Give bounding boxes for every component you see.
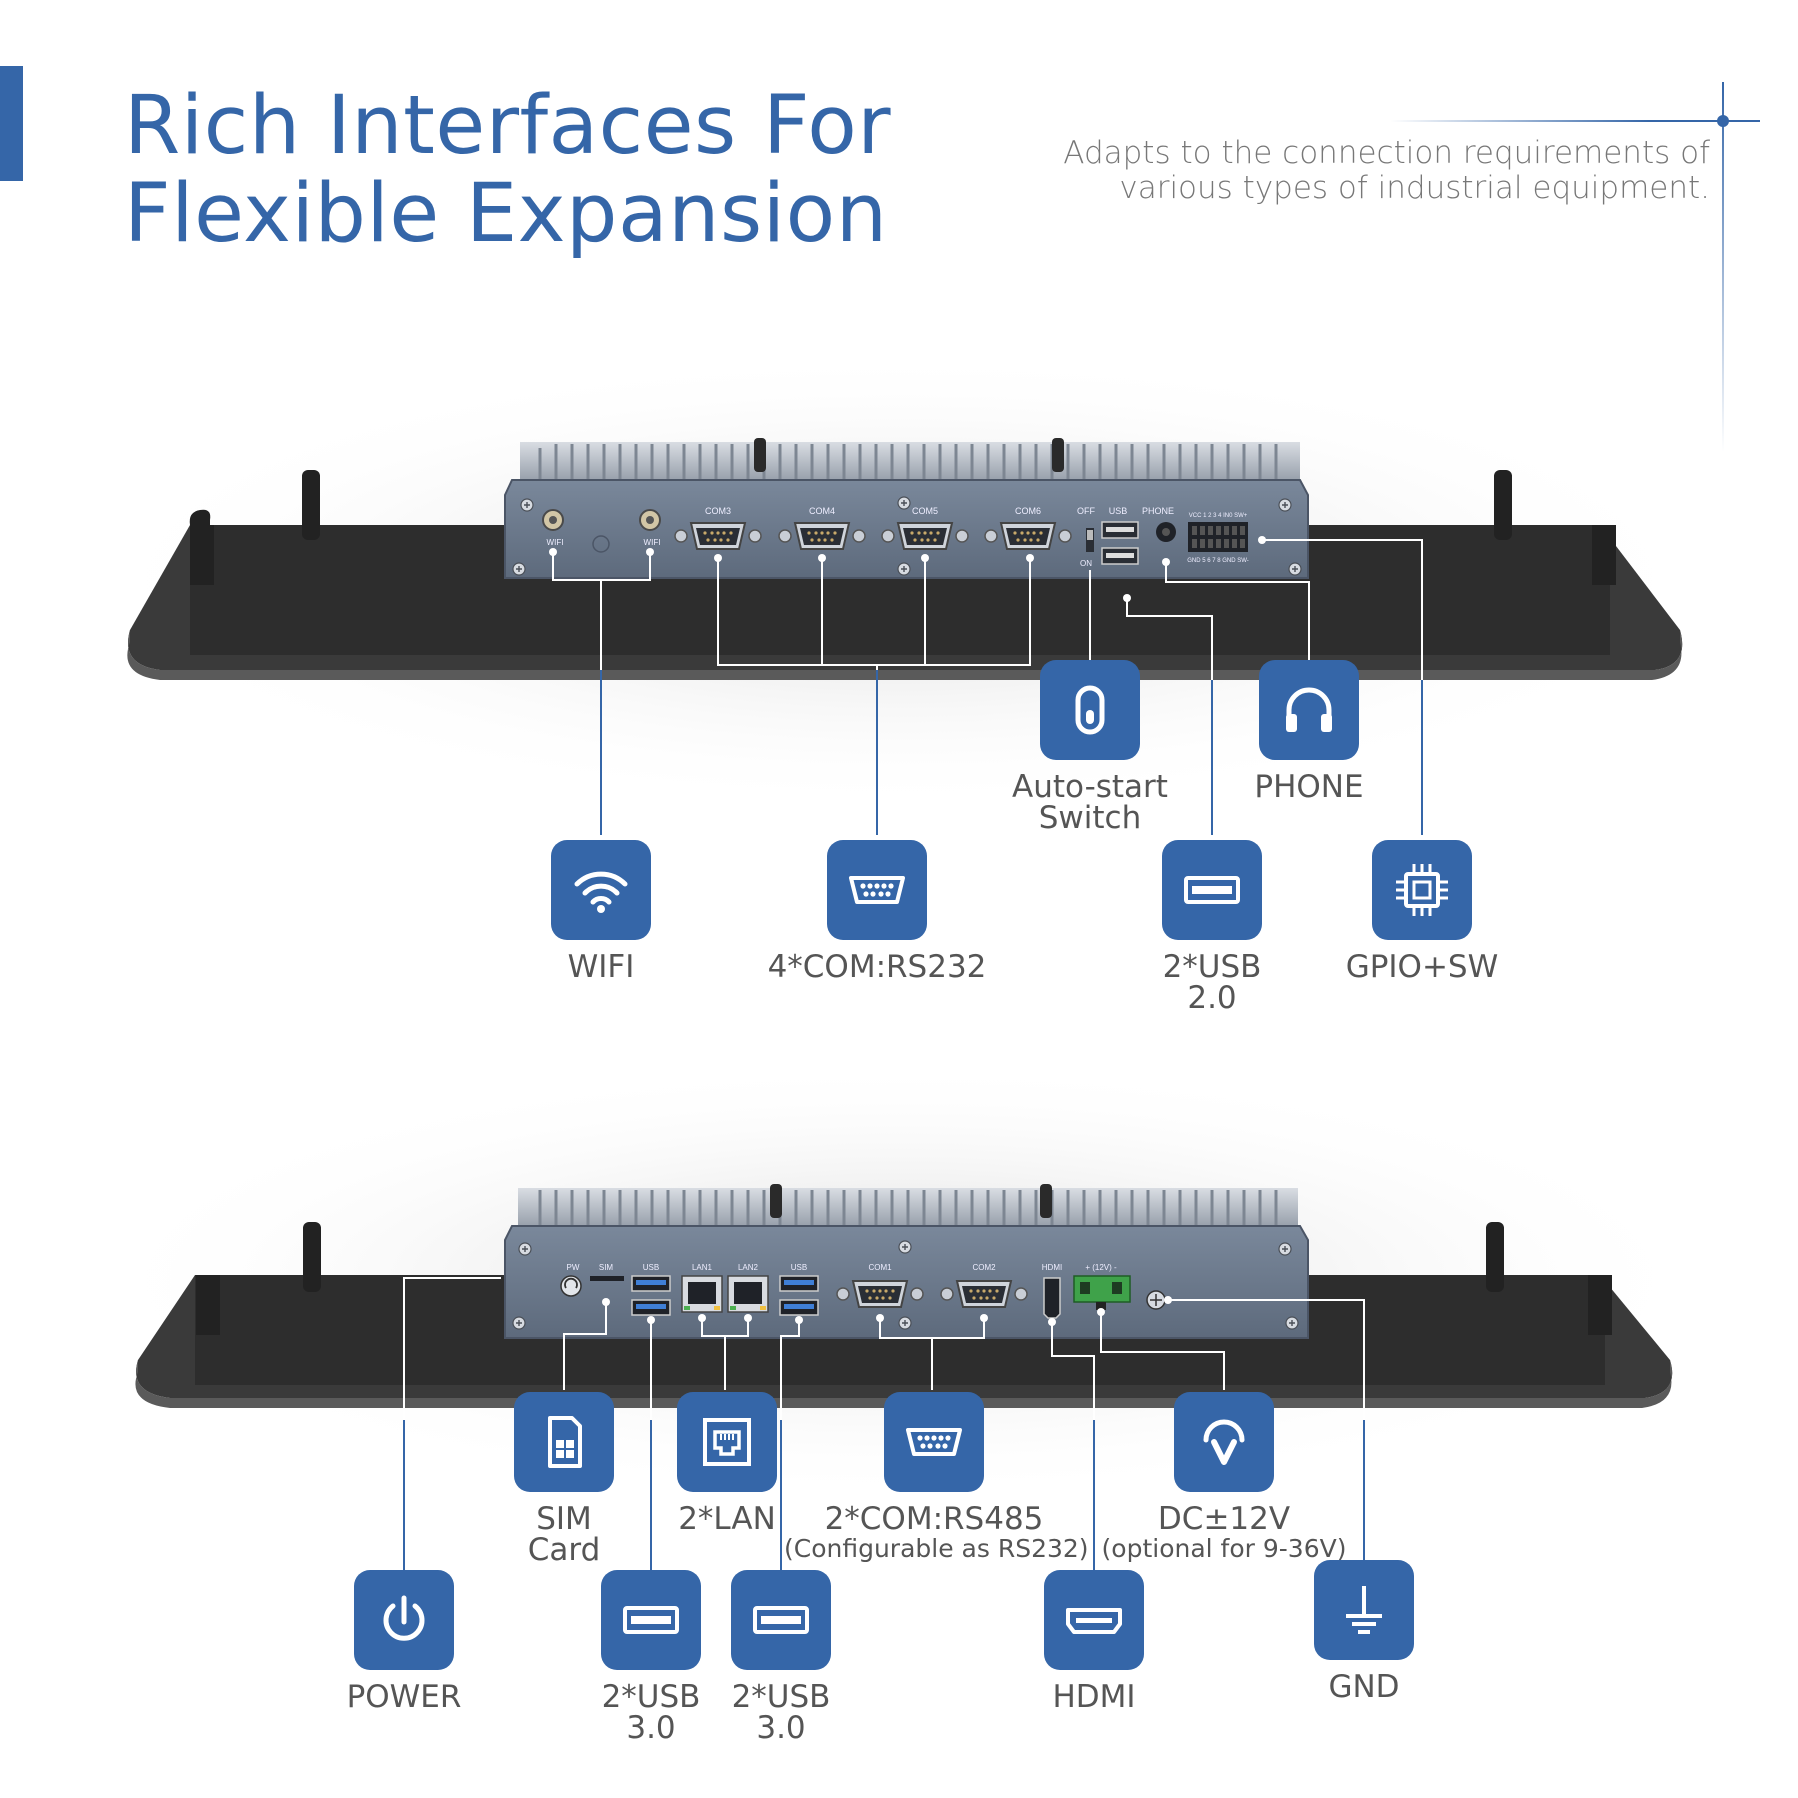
callout-phone: PHONE bbox=[1159, 660, 1459, 803]
port-label-com3: COM3 bbox=[705, 506, 731, 516]
label-gnd: GND bbox=[1328, 1669, 1400, 1705]
title-line-2: Flexible Expansion bbox=[124, 167, 888, 261]
port-label-dc: + (12V) - bbox=[1085, 1263, 1117, 1272]
label-usb3a-line-2: 3.0 bbox=[626, 1710, 676, 1746]
port-label-pw: PW bbox=[567, 1263, 580, 1272]
hdmi-icon bbox=[1044, 1570, 1144, 1670]
port-label-com2: COM2 bbox=[972, 1263, 996, 1272]
port-label-lan2: LAN2 bbox=[738, 1263, 759, 1272]
port-label-wifi-b: WIFI bbox=[644, 538, 661, 547]
callout-hdmi: HDMI bbox=[944, 1570, 1244, 1713]
callout-auto-start-switch: Auto-start Switch bbox=[940, 660, 1240, 834]
dc-power-icon bbox=[1174, 1392, 1274, 1492]
top-device-view: WIFI WIFI COM3 COM4 COM5 COM6 OFF ON USB… bbox=[0, 330, 1798, 1014]
toggle-icon bbox=[1040, 660, 1140, 760]
label-sim-line-2: Card bbox=[527, 1532, 601, 1568]
bottom-device-view: PW SIM USB LAN1 LAN2 USB COM1 COM2 HDMI … bbox=[0, 1080, 1798, 1744]
label-gpio-sw: GPIO+SW bbox=[1345, 949, 1499, 985]
decor-line-horizontal bbox=[1390, 120, 1760, 122]
page-title: Rich Interfaces For Flexible Expansion bbox=[124, 82, 891, 258]
port-label-usb-a: USB bbox=[643, 1263, 659, 1272]
label-sim-line-1: SIM bbox=[536, 1501, 592, 1537]
decor-line-vertical bbox=[1722, 82, 1724, 452]
label-usb-3-0-b: 2*USB 3.0 bbox=[631, 1682, 931, 1744]
callout-usb-3-0-b: 2*USB 3.0 bbox=[631, 1570, 931, 1744]
callout-sim-card: SIM Card bbox=[414, 1392, 714, 1566]
callout-usb-3-0-a: 2*USB 3.0 bbox=[501, 1570, 801, 1744]
callout-power: POWER bbox=[254, 1570, 554, 1713]
port-label-gpio-bottom: GND 5 6 7 8 GND SW- bbox=[1187, 558, 1249, 564]
label-usb-2-0: 2*USB 2.0 bbox=[1062, 952, 1362, 1014]
label-usb2-line-2: 2.0 bbox=[1187, 980, 1237, 1016]
port-label-hdmi: HDMI bbox=[1042, 1263, 1062, 1272]
usb-icon bbox=[1162, 840, 1262, 940]
port-label-com5: COM5 bbox=[912, 506, 938, 516]
decor-dot bbox=[1717, 115, 1729, 127]
port-label-com1: COM1 bbox=[868, 1263, 892, 1272]
bottom-device-illustration: PW SIM USB LAN1 LAN2 USB COM1 COM2 HDMI … bbox=[80, 1080, 1720, 1500]
label-auto-start-line-2: Switch bbox=[1038, 800, 1142, 836]
callout-com-rs232: 4*COM:RS232 bbox=[727, 840, 1027, 983]
label-sim-card: SIM Card bbox=[414, 1504, 714, 1566]
ground-icon bbox=[1314, 1560, 1414, 1660]
callout-usb-2-0: 2*USB 2.0 bbox=[1062, 840, 1362, 1014]
label-auto-start-switch: Auto-start Switch bbox=[940, 772, 1240, 834]
power-icon bbox=[354, 1570, 454, 1670]
label-dc-main: DC±12V bbox=[1157, 1501, 1291, 1537]
label-dc-power: DC±12V (optional for 9-36V) bbox=[1074, 1504, 1374, 1563]
label-lan: 2*LAN bbox=[678, 1501, 776, 1537]
label-phone: PHONE bbox=[1254, 769, 1364, 805]
port-label-usb: USB bbox=[1109, 506, 1128, 516]
callout-dc-power: DC±12V (optional for 9-36V) bbox=[1074, 1392, 1374, 1563]
port-label-com6: COM6 bbox=[1015, 506, 1041, 516]
port-label-sim: SIM bbox=[599, 1263, 614, 1272]
callout-gnd: GND bbox=[1214, 1560, 1514, 1703]
usb-icon bbox=[731, 1570, 831, 1670]
wifi-icon bbox=[551, 840, 651, 940]
callout-gpio-sw: GPIO+SW bbox=[1272, 840, 1572, 983]
label-com-rs485-main: 2*COM:RS485 bbox=[824, 1501, 1044, 1537]
top-connector-lines bbox=[549, 536, 1423, 835]
label-auto-start-line-1: Auto-start bbox=[1012, 769, 1168, 805]
label-hdmi: HDMI bbox=[1052, 1679, 1136, 1715]
serial-port-icon bbox=[884, 1392, 984, 1492]
port-label-lan1: LAN1 bbox=[692, 1263, 713, 1272]
label-power: POWER bbox=[346, 1679, 462, 1715]
label-usb2-line-1: 2*USB bbox=[1162, 949, 1262, 985]
label-com-rs232: 4*COM:RS232 bbox=[767, 949, 987, 985]
label-usb3b-line-1: 2*USB bbox=[731, 1679, 831, 1715]
label-dc-note: (optional for 9-36V) bbox=[1101, 1534, 1347, 1563]
port-label-wifi-a: WIFI bbox=[547, 538, 564, 547]
port-label-gpio-top: VCC 1 2 3 4 IN0 SW+ bbox=[1189, 513, 1248, 519]
bottom-connector-lines bbox=[403, 1277, 1365, 1585]
port-label-off: OFF bbox=[1077, 506, 1095, 516]
page-subtitle: Adapts to the connection requirements of… bbox=[1063, 136, 1710, 206]
sim-card-icon bbox=[514, 1392, 614, 1492]
chip-icon bbox=[1372, 840, 1472, 940]
subtitle-line-1: Adapts to the connection requirements of bbox=[1063, 135, 1710, 171]
serial-port-icon bbox=[827, 840, 927, 940]
port-label-on: ON bbox=[1080, 559, 1092, 568]
title-line-1: Rich Interfaces For bbox=[124, 79, 892, 173]
callout-wifi: WIFI bbox=[451, 840, 751, 983]
headphones-icon bbox=[1259, 660, 1359, 760]
label-usb-3-0-a: 2*USB 3.0 bbox=[501, 1682, 801, 1744]
lan-icon bbox=[677, 1392, 777, 1492]
label-com-rs485: 2*COM:RS485 (Configurable as RS232) bbox=[784, 1501, 1089, 1563]
port-label-phone: PHONE bbox=[1142, 506, 1174, 516]
callout-lan: 2*LAN bbox=[577, 1392, 877, 1535]
port-label-usb-b: USB bbox=[791, 1263, 807, 1272]
subtitle-line-2: various types of industrial equipment. bbox=[1119, 170, 1710, 206]
callout-com-rs485: 2*COM:RS485 (Configurable as RS232) bbox=[784, 1392, 1089, 1563]
label-usb3a-line-1: 2*USB bbox=[601, 1679, 701, 1715]
port-label-com4: COM4 bbox=[809, 506, 835, 516]
label-usb3b-line-2: 3.0 bbox=[756, 1710, 806, 1746]
label-com-rs485-note: (Configurable as RS232) bbox=[784, 1534, 1089, 1563]
label-wifi: WIFI bbox=[567, 949, 635, 985]
accent-bar bbox=[0, 66, 23, 181]
usb-icon bbox=[601, 1570, 701, 1670]
